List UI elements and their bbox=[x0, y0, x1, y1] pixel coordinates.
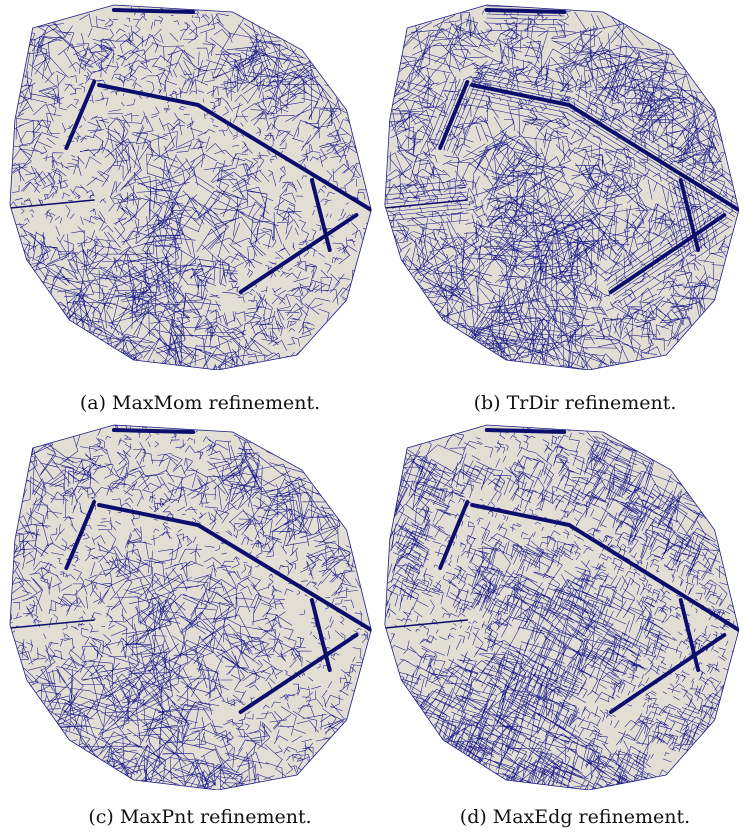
mesh-panel-trdir bbox=[380, 0, 745, 370]
mesh-render bbox=[384, 4, 740, 370]
fracture-line bbox=[438, 500, 470, 570]
fracture-line bbox=[238, 213, 359, 294]
mesh-render bbox=[9, 424, 372, 790]
mesh-panel-maxpnt bbox=[5, 420, 380, 790]
fracture-lines bbox=[384, 8, 739, 294]
fracture-lines bbox=[9, 8, 372, 294]
mesh-panel-maxmom bbox=[5, 0, 380, 370]
fracture-line bbox=[309, 178, 332, 252]
caption-b: (b) TrDir refinement. bbox=[473, 392, 677, 414]
fracture-line bbox=[64, 500, 97, 570]
fracture-line bbox=[384, 619, 469, 629]
fracture-line bbox=[567, 103, 739, 212]
fracture-line bbox=[484, 8, 567, 14]
fracture-line bbox=[608, 213, 727, 294]
fracture-lines bbox=[9, 428, 372, 714]
fracture-line bbox=[111, 428, 196, 434]
mesh-panel-maxedg bbox=[380, 420, 745, 790]
fracture-lines bbox=[384, 428, 739, 714]
fracture-line bbox=[678, 178, 701, 252]
mesh-render bbox=[9, 4, 372, 370]
mesh-lines bbox=[384, 425, 739, 790]
caption-d: (d) MaxEdg refinement. bbox=[459, 806, 691, 828]
fracture-line bbox=[9, 619, 95, 629]
fracture-line bbox=[470, 83, 572, 107]
mesh-render bbox=[384, 424, 740, 790]
caption-c: (c) MaxPnt refinement. bbox=[88, 806, 312, 828]
fracture-line bbox=[196, 523, 372, 632]
fracture-line bbox=[309, 598, 332, 672]
fracture-line bbox=[567, 523, 739, 632]
fracture-line bbox=[111, 8, 196, 14]
fracture-line bbox=[608, 633, 727, 714]
fracture-line bbox=[470, 503, 572, 527]
fracture-line bbox=[9, 199, 95, 209]
fracture-line bbox=[97, 503, 201, 527]
fracture-line bbox=[97, 83, 201, 107]
domain-boundary bbox=[9, 424, 372, 790]
fracture-line bbox=[438, 80, 470, 150]
fracture-line bbox=[238, 633, 359, 714]
fracture-line bbox=[484, 428, 567, 434]
fracture-line bbox=[64, 80, 97, 150]
fracture-line bbox=[196, 103, 372, 212]
fracture-line bbox=[678, 598, 701, 672]
fracture-line bbox=[384, 199, 469, 209]
caption-a: (a) MaxMom refinement. bbox=[79, 392, 321, 414]
